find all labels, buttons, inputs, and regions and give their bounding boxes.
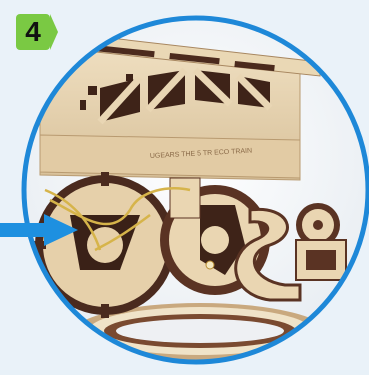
step-number-badge: 4 [16,14,50,50]
